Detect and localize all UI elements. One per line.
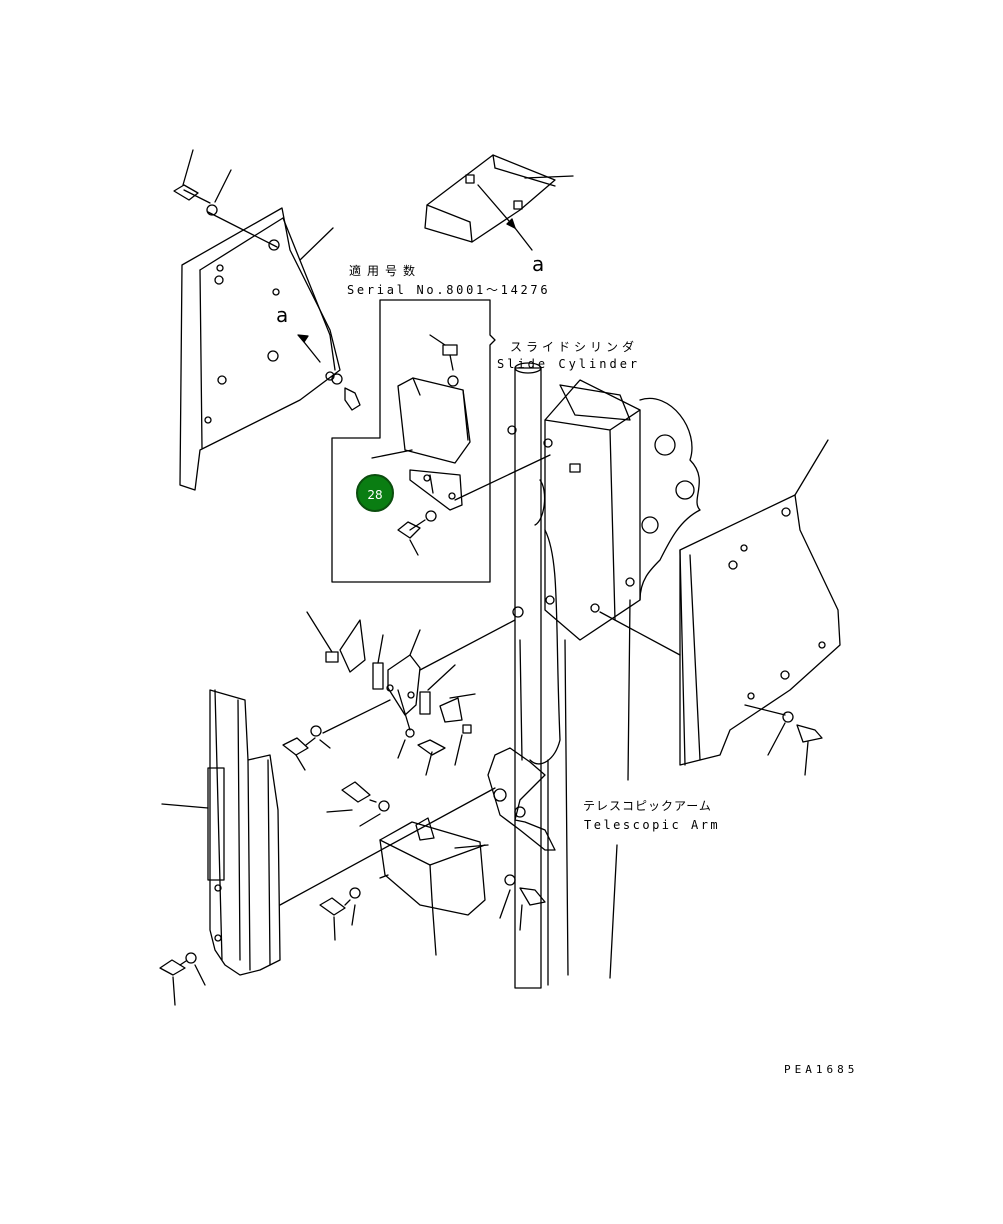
telescopic-arm-label-en: Telescopic Arm	[584, 818, 721, 832]
serial-label-jp: 適用号数	[349, 264, 422, 278]
serial-label-en: Serial No.8001～14276	[347, 283, 551, 297]
serial-inset-frame	[331, 299, 551, 583]
slide-cylinder-label-en: Slide Cylinder	[497, 357, 641, 371]
reference-letter-a-left: a	[276, 303, 289, 327]
reference-letter-a-top: a	[532, 252, 545, 276]
lower-center-guard	[319, 747, 618, 979]
top-guard-part	[424, 154, 574, 251]
right-plate-part	[679, 439, 841, 776]
slide-cylinder-label-jp: スライドシリンダ	[510, 340, 639, 354]
lower-left-rail	[159, 689, 496, 1006]
middle-bracket-parts	[282, 611, 516, 776]
slide-cylinder-assembly	[507, 362, 701, 989]
telescopic-arm-label-jp: テレスコピックアーム	[583, 799, 712, 813]
part-callout-28[interactable]: 28	[356, 474, 394, 512]
drawing-id: PEA1685	[784, 1063, 859, 1076]
left-plate-part	[173, 149, 361, 491]
